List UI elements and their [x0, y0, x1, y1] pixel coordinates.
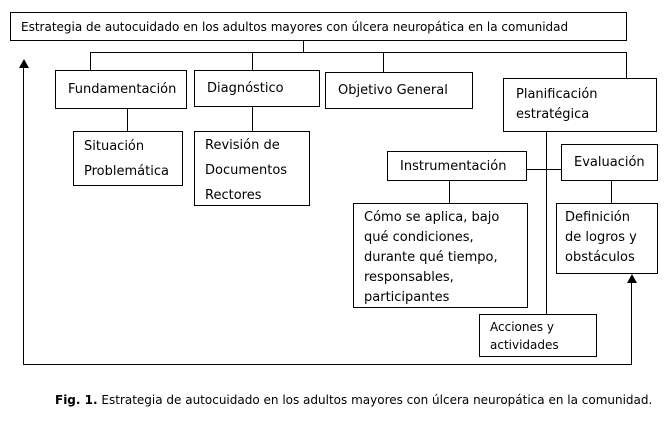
node-revision-documentos: Revisión de Documentos Rectores — [194, 131, 310, 206]
connector-title-to-branch — [303, 41, 304, 52]
connector-branch-objetivo — [383, 52, 384, 72]
up-arrowhead-icon — [627, 274, 637, 283]
node-diagnostico: Diagnóstico — [194, 70, 320, 107]
figure-caption-label: Fig. 1. — [55, 393, 98, 407]
feedback-left-arrow-shaft — [23, 67, 24, 365]
connector-fundamentacion-situacion — [127, 109, 128, 131]
connector-branch-horizontal — [90, 52, 627, 53]
feedback-right-arrow-shaft — [631, 282, 632, 364]
connector-diagnostico-revision — [252, 107, 253, 131]
connector-planificacion-acciones — [546, 132, 547, 314]
connector-branch-fundamentacion — [90, 52, 91, 70]
feedback-bottom-line — [23, 364, 632, 365]
up-arrowhead-icon — [19, 59, 29, 68]
connector-instrumentacion-evaluacion — [527, 169, 561, 170]
node-evaluacion: Evaluación — [561, 144, 658, 181]
node-situacion-problematica: Situación Problemática — [73, 131, 183, 186]
figure-caption-text: Estrategia de autocuidado en los adultos… — [101, 393, 653, 407]
node-instrumentacion: Instrumentación — [387, 151, 527, 181]
node-estrategia-title: Estrategia de autocuidado en los adultos… — [10, 12, 627, 41]
node-planificacion-estrategica: Planificación estratégica — [503, 78, 657, 132]
node-objetivo-general: Objetivo General — [325, 72, 473, 109]
figure-caption: Fig. 1. Estrategia de autocuidado en los… — [55, 392, 655, 409]
connector-branch-diagnostico — [252, 52, 253, 70]
connector-evaluacion-definicion — [611, 181, 612, 203]
node-definicion-logros: Definición de logros y obstáculos — [556, 203, 658, 274]
node-como-se-aplica: Cómo se aplica, bajo qué condiciones, du… — [353, 203, 528, 308]
node-acciones-actividades: Acciones y actividades — [479, 314, 597, 357]
connector-instrumentacion-como — [449, 181, 450, 203]
connector-branch-planificacion — [626, 52, 627, 78]
node-fundamentacion: Fundamentación — [55, 70, 187, 109]
